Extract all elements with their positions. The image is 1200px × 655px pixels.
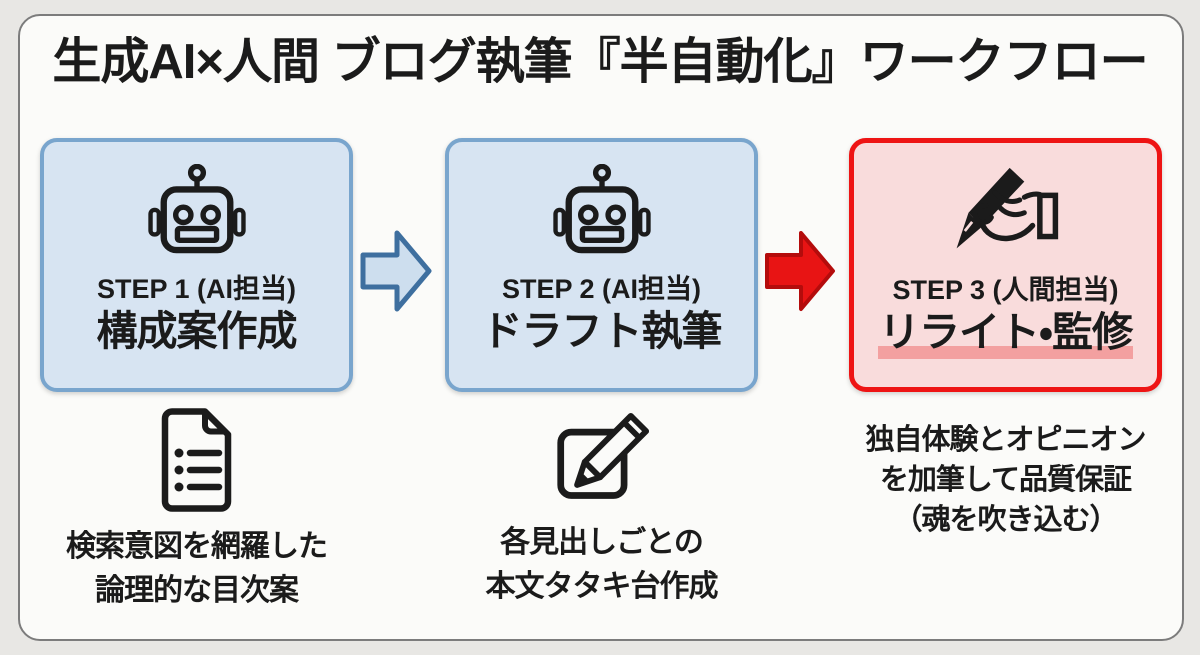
flow-arrow-right-red-icon bbox=[764, 227, 836, 315]
note-line: 独自体験とオピニオン bbox=[865, 424, 1146, 456]
note-caption: 検索意図を網羅した 論理的な目次案 bbox=[66, 525, 328, 613]
note-line: 論理的な目次案 bbox=[95, 574, 299, 607]
step-card-1: STEP 1 (AI担当) 構成案作成 bbox=[40, 138, 353, 392]
writing-hand-icon bbox=[952, 164, 1060, 256]
note-line: 検索意図を網羅した bbox=[66, 530, 328, 563]
step-title: リライト・監修 bbox=[878, 309, 1133, 359]
step-card-2: STEP 2 (AI担当) ドラフト執筆 bbox=[445, 138, 758, 392]
note-caption: 独自体験とオピニオン を加筆して品質保証 （魂を吹き込む） bbox=[865, 420, 1146, 540]
note-step-1: 検索意図を網羅した 論理的な目次案 bbox=[40, 408, 353, 613]
note-line: （魂を吹き込む） bbox=[893, 504, 1118, 536]
step-title: 構成案作成 bbox=[96, 308, 298, 354]
robot-icon bbox=[552, 163, 651, 255]
step-label: STEP 3 (人間担当) bbox=[892, 275, 1119, 305]
highlighted-step-title: リライト・監修 bbox=[878, 309, 1133, 359]
flow-arrow-right-blue-icon bbox=[360, 227, 432, 315]
step-label: STEP 2 (AI担当) bbox=[501, 274, 702, 304]
note-line: 各見出しごとの bbox=[500, 526, 704, 559]
pencil-edit-icon bbox=[554, 412, 650, 513]
note-step-2: 各見出しごとの 本文タタキ台作成 bbox=[445, 412, 758, 609]
note-line: 本文タタキ台作成 bbox=[485, 570, 719, 603]
note-line: を加筆して品質保証 bbox=[879, 464, 1132, 496]
document-list-icon bbox=[158, 408, 236, 517]
page-title: 生成AI×人間 ブログ執筆『半自動化』ワークフロー bbox=[52, 35, 1148, 89]
robot-icon bbox=[147, 163, 246, 255]
step-title: ドラフト執筆 bbox=[481, 308, 723, 354]
step-card-3: STEP 3 (人間担当) リライト・監修 bbox=[849, 138, 1162, 392]
note-step-3: 独自体験とオピニオン を加筆して品質保証 （魂を吹き込む） bbox=[849, 420, 1162, 540]
note-caption: 各見出しごとの 本文タタキ台作成 bbox=[485, 521, 719, 609]
step-label: STEP 1 (AI担当) bbox=[96, 274, 297, 304]
